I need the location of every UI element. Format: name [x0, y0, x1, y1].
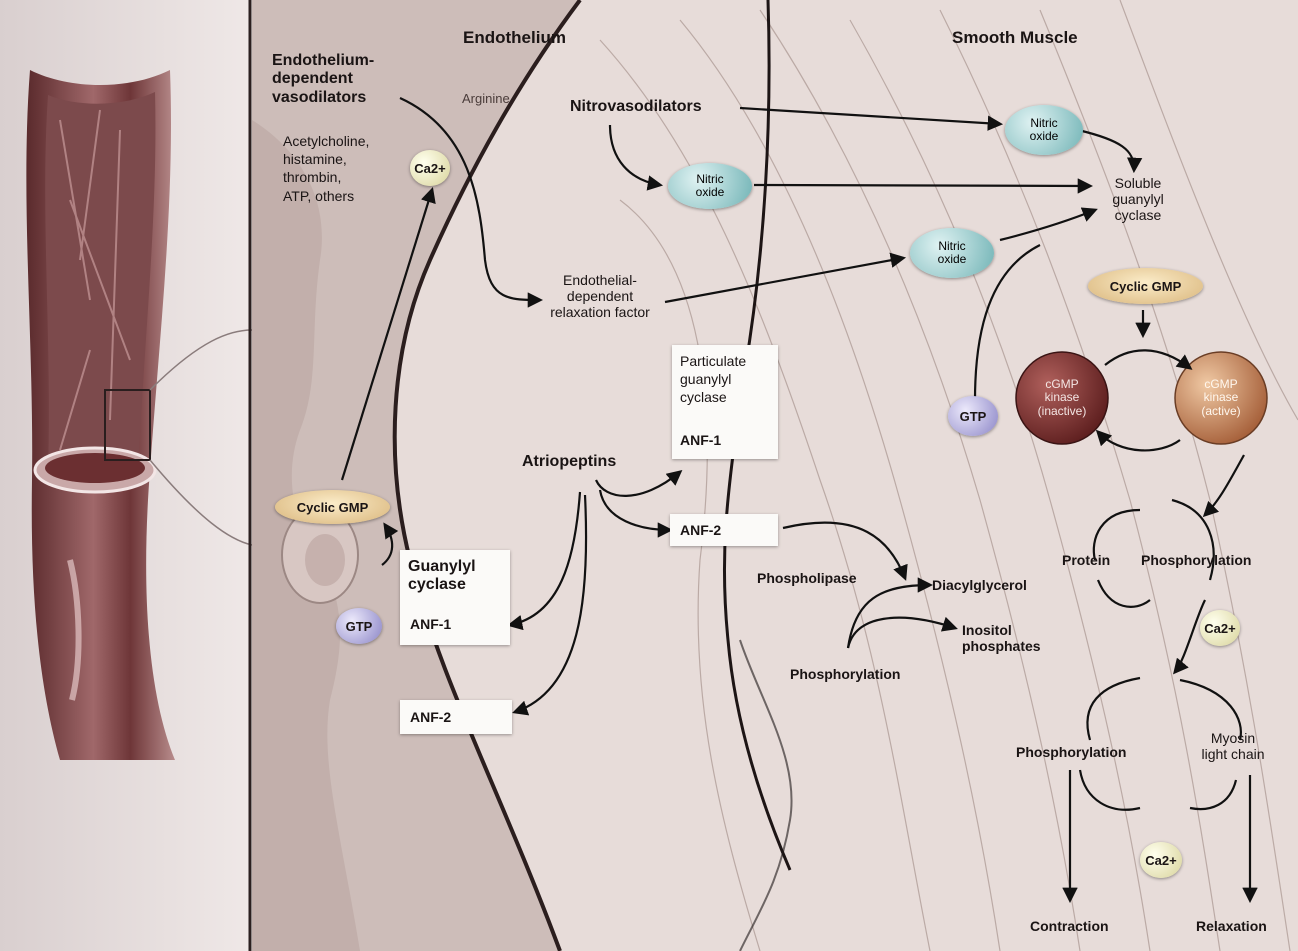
phosphorylation-low: Phosphorylation: [1016, 744, 1126, 760]
soluble-gc-text: cyclase: [1098, 207, 1178, 223]
edrf-text: Endothelial-: [535, 272, 665, 288]
phospholipase-label: Phospholipase: [757, 570, 857, 586]
phosphorylation-mid: Phosphorylation: [790, 666, 900, 682]
cyclic-gmp-text: Cyclic GMP: [297, 500, 369, 515]
arginine-label: Arginine: [462, 92, 510, 107]
calcium-label: Ca2+: [414, 161, 445, 176]
kinase-text: (active): [1201, 405, 1240, 418]
diacylglycerol-label: Diacylglycerol: [932, 577, 1027, 593]
gtp-left: GTP: [336, 608, 382, 644]
nitric-oxide-text: oxide: [1030, 130, 1059, 143]
atriopeptins-label: Atriopeptins: [522, 453, 616, 471]
myosin-text: Myosin: [1188, 730, 1278, 746]
protein-label: Protein: [1062, 552, 1110, 568]
inositol-label: Inositol phosphates: [962, 622, 1041, 654]
vasodilators-title-line: vasodilators: [272, 89, 374, 107]
anf2-mid: ANF-2: [680, 522, 721, 538]
contraction-label: Contraction: [1030, 918, 1109, 934]
calcium-label: Ca2+: [1145, 853, 1176, 868]
edrf-text: relaxation factor: [535, 304, 665, 320]
gtp-text: GTP: [960, 409, 987, 424]
cyclic-gmp-right: Cyclic GMP: [1088, 268, 1203, 304]
vasodilators-list: Acetylcholine, histamine, thrombin, ATP,…: [283, 132, 369, 205]
kinase-text: kinase: [1038, 391, 1087, 404]
soluble-guanylyl-cyclase: Soluble guanylyl cyclase: [1098, 175, 1178, 223]
phosphorylation-right: Phosphorylation: [1141, 552, 1251, 568]
smooth-muscle-heading: Smooth Muscle: [952, 28, 1078, 48]
vasodilator-item: thrombin,: [283, 168, 369, 186]
vasodilator-item: Acetylcholine,: [283, 132, 369, 150]
anf1-left: ANF-1: [410, 616, 451, 632]
particulate-gc-text: Particulate: [680, 352, 746, 370]
calcium-label: Ca2+: [1204, 621, 1235, 636]
guanylyl-cyclase-text: Guanylyl: [408, 558, 476, 576]
calcium-ion-top: Ca2+: [410, 150, 450, 186]
vasodilators-title-line: dependent: [272, 70, 374, 88]
calcium-ion-mid: Ca2+: [1200, 610, 1240, 646]
guanylyl-cyclase-label: Guanylyl cyclase: [408, 558, 476, 595]
gtp-right: GTP: [948, 396, 998, 436]
vasodilators-title-line: Endothelium-: [272, 52, 374, 70]
anf1-particulate: ANF-1: [680, 432, 721, 448]
guanylyl-cyclase-text: cyclase: [408, 576, 476, 594]
soluble-gc-text: guanylyl: [1098, 191, 1178, 207]
inositol-text: Inositol: [962, 622, 1041, 638]
particulate-gc-label: Particulate guanylyl cyclase: [680, 352, 746, 407]
vasodilator-item: ATP, others: [283, 187, 369, 205]
soluble-gc-text: Soluble: [1098, 175, 1178, 191]
vasodilators-title: Endothelium- dependent vasodilators: [272, 52, 374, 107]
anf2-low: ANF-2: [410, 709, 451, 725]
cyclic-gmp-text: Cyclic GMP: [1110, 279, 1182, 294]
nitric-oxide-text: oxide: [696, 186, 725, 199]
calcium-ion-low: Ca2+: [1140, 842, 1182, 878]
kinase-text: (inactive): [1038, 405, 1087, 418]
particulate-gc-text: cyclase: [680, 388, 746, 406]
myosin-label: Myosin light chain: [1188, 730, 1278, 762]
endothelium-heading: Endothelium: [463, 28, 566, 48]
edrf-label: Endothelial- dependent relaxation factor: [535, 272, 665, 320]
inositol-text: phosphates: [962, 638, 1041, 654]
edrf-text: dependent: [535, 288, 665, 304]
nitrovasodilators-label: Nitrovasodilators: [570, 98, 702, 116]
gtp-text: GTP: [346, 619, 373, 634]
myosin-text: light chain: [1188, 746, 1278, 762]
nitric-oxide-text: oxide: [938, 253, 967, 266]
vasodilator-item: histamine,: [283, 150, 369, 168]
relaxation-label: Relaxation: [1196, 918, 1267, 934]
cyclic-gmp-left: Cyclic GMP: [275, 490, 390, 524]
particulate-gc-text: guanylyl: [680, 370, 746, 388]
kinase-text: kinase: [1201, 391, 1240, 404]
